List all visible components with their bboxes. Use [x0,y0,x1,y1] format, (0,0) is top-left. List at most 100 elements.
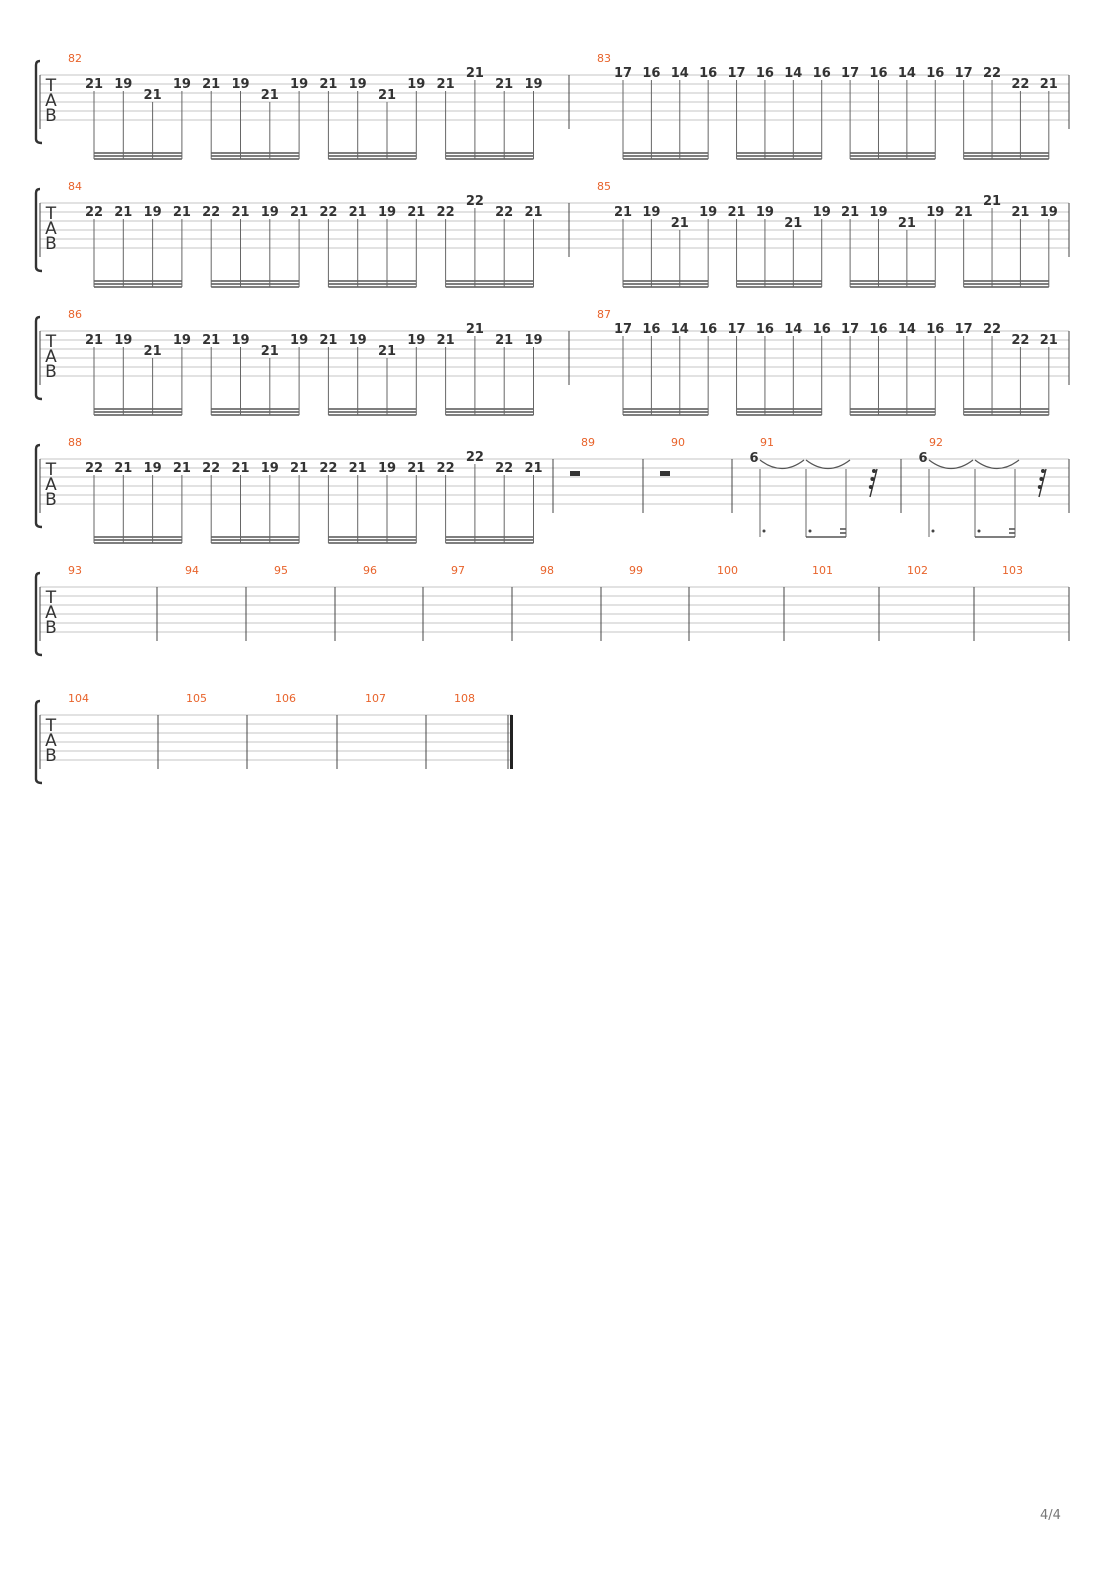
fret-number: 16 [813,66,831,81]
fret-number: 17 [614,66,632,81]
fret-number: 22 [202,461,220,476]
tab-clef-letter: A [45,347,57,367]
measure-number: 90 [671,436,685,449]
measure-number: 107 [365,692,386,705]
dot [762,529,766,533]
fret-number: 22 [319,461,337,476]
measure-number: 103 [1002,564,1023,577]
fret-number: 22 [983,66,1001,81]
fret-number: 21 [144,88,162,103]
fret-number: 22 [437,461,455,476]
rest-flag [1039,477,1044,481]
fret-number: 21 [983,194,1001,209]
fret-number: 21 [407,205,425,220]
measure-number: 82 [68,52,82,65]
fret-number: 17 [614,322,632,337]
fret-number: 19 [144,461,162,476]
fret-number: 19 [261,205,279,220]
fret-number: 19 [642,205,660,220]
fret-number: 21 [144,344,162,359]
fret-number: 21 [728,205,746,220]
fret-number: 19 [349,333,367,348]
tab-clef-letter: B [45,746,57,766]
rest-flag [1041,469,1045,473]
tab-clef-letter: B [45,490,57,510]
page-number: 4/4 [1040,1508,1061,1523]
fret-number: 21 [202,333,220,348]
measure-number: 88 [68,436,82,449]
system-bracket [34,443,43,529]
fret-number: 16 [699,66,717,81]
measure-number: 104 [68,692,89,705]
fret-number: 21 [173,461,191,476]
fret-number: 19 [114,77,132,92]
tab-clef-letter: B [45,618,57,638]
fret-number: 21 [524,205,542,220]
fret-number: 14 [671,322,689,337]
fret-number: 19 [1040,205,1058,220]
fret-number: 19 [407,333,425,348]
fret-number: 21 [437,77,455,92]
fret-number: 19 [869,205,887,220]
fret-number: 21 [319,333,337,348]
fret-number: 22 [319,205,337,220]
measure-number: 87 [597,308,611,321]
fret-number: 22 [1011,333,1029,348]
system-bracket [34,699,43,785]
fret-number: 19 [349,77,367,92]
fret-number: 21 [290,205,308,220]
fret-number: 19 [524,77,542,92]
fret-number: 21 [1011,205,1029,220]
fret-number: 16 [756,66,774,81]
measure-number: 100 [717,564,738,577]
fret-number: 21 [290,461,308,476]
measure-number: 101 [812,564,833,577]
rest-stem [869,468,878,498]
fret-number: 19 [290,333,308,348]
fret-number: 16 [869,322,887,337]
measure-number: 86 [68,308,82,321]
fret-number: 21 [85,77,103,92]
fret-number: 21 [378,344,396,359]
tab-clef-letter: A [45,475,57,495]
fret-number: 22 [1011,77,1029,92]
rest-flag [1037,485,1042,489]
half-rest [570,471,580,476]
fret-number: 16 [813,322,831,337]
system-bracket [34,59,43,145]
fret-number: 21 [231,205,249,220]
fret-number: 19 [231,77,249,92]
measure-number: 92 [929,436,943,449]
measure-number: 93 [68,564,82,577]
fret-number: 21 [407,461,425,476]
fret-number: 22 [983,322,1001,337]
final-barline-thick [510,715,513,769]
system-bracket [34,315,43,401]
tie-arc [928,459,974,470]
measure-number: 85 [597,180,611,193]
fret-number: 16 [756,322,774,337]
fret-number: 21 [319,77,337,92]
fret-number: 19 [699,205,717,220]
tab-clef-letter: B [45,362,57,382]
measure-number: 106 [275,692,296,705]
fret-number: 22 [466,450,484,465]
fret-number: 22 [85,205,103,220]
fret-number: 17 [841,66,859,81]
rest-stem [1038,468,1047,498]
fret-number: 19 [813,205,831,220]
dot [977,529,981,533]
fret-number: 19 [524,333,542,348]
fret-number: 21 [85,333,103,348]
fret-number: 19 [231,333,249,348]
fret-number: 21 [114,205,132,220]
measure-number: 95 [274,564,288,577]
fret-number: 19 [926,205,944,220]
dot [931,529,935,533]
fret-number: 21 [261,344,279,359]
fret-number: 21 [955,205,973,220]
fret-number: 21 [114,461,132,476]
measure-number: 108 [454,692,475,705]
tab-clef-letter: A [45,731,57,751]
